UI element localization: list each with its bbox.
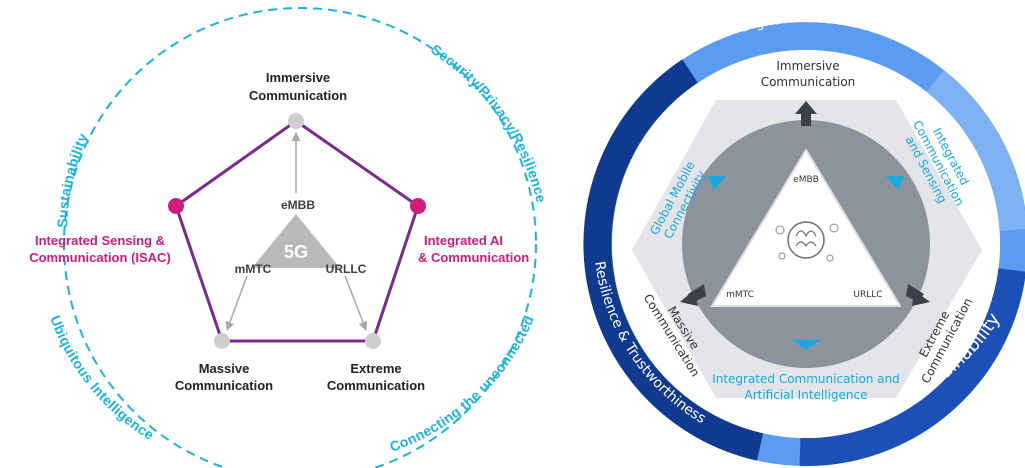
massive-label-line2: Communication bbox=[175, 378, 273, 393]
arrow-down-left-icon bbox=[680, 284, 706, 306]
right-embb-label: eMBB bbox=[793, 175, 819, 185]
mmtc-label: mMTC bbox=[235, 262, 272, 276]
right-urllc-label: URLLC bbox=[853, 290, 882, 300]
ring-segment-light bbox=[926, 70, 1025, 232]
ubiquitous-intelligence-label: Ubiquitous Intelligence bbox=[47, 313, 157, 443]
right-mmtc-label: mMTC bbox=[726, 290, 754, 300]
accent-triangle-left bbox=[708, 176, 726, 190]
ai-label-line2: & Communication bbox=[418, 250, 529, 265]
extreme-label-line1: Extreme bbox=[350, 361, 401, 376]
immersive-r-line1: Immersive bbox=[776, 59, 839, 73]
sustainability-label: Sustainability bbox=[54, 130, 91, 228]
center-triangle bbox=[710, 148, 902, 307]
pentagon-outline bbox=[174, 119, 420, 343]
arrow-to-massive bbox=[225, 275, 248, 331]
right-diagram: Digital Inclusion Resilience & Trustwort… bbox=[583, 10, 1025, 467]
arrow-up-icon bbox=[795, 101, 817, 126]
extreme-label-line2: Communication bbox=[327, 378, 425, 393]
isac-label-line2: Communication (ISAC) bbox=[29, 250, 171, 265]
immersive-node bbox=[288, 113, 304, 129]
ai-brain-icon bbox=[775, 221, 839, 262]
arrow-to-extreme bbox=[344, 275, 368, 331]
extreme-node bbox=[365, 333, 381, 349]
isac-node bbox=[168, 198, 184, 214]
5g-triangle bbox=[252, 214, 340, 268]
ring-segment-dark bbox=[583, 59, 764, 461]
dashed-ring bbox=[63, 7, 537, 468]
icai-line1: Integrated Communication and bbox=[712, 372, 900, 386]
left-diagram: Sustainability Security/Privacy/Resilien… bbox=[29, 7, 549, 468]
massive-node bbox=[214, 333, 230, 349]
immersive-label-line1: Immersive bbox=[266, 70, 330, 85]
ring-segment-mid bbox=[799, 268, 1025, 467]
massive-label-line1: Massive bbox=[199, 361, 250, 376]
immersive-label-line2: Communication bbox=[249, 88, 347, 103]
5g-label: 5G bbox=[284, 242, 308, 262]
isac-label-line1: Integrated Sensing & bbox=[35, 233, 165, 248]
icai-line2: Artificial Intelligence bbox=[745, 388, 868, 402]
ai-node bbox=[410, 198, 426, 214]
accent-triangle-bottom bbox=[792, 340, 820, 350]
arrow-down-right-icon bbox=[906, 284, 930, 306]
embb-label: eMBB bbox=[281, 198, 315, 212]
immersive-r-line2: Communication bbox=[761, 75, 856, 89]
urllc-label: URLLC bbox=[326, 262, 367, 276]
accent-triangle-right bbox=[886, 176, 904, 190]
ai-label-line1: Integrated AI bbox=[424, 233, 503, 248]
security-privacy-resilience-label: Security/Privacy/Resilience bbox=[428, 41, 549, 204]
